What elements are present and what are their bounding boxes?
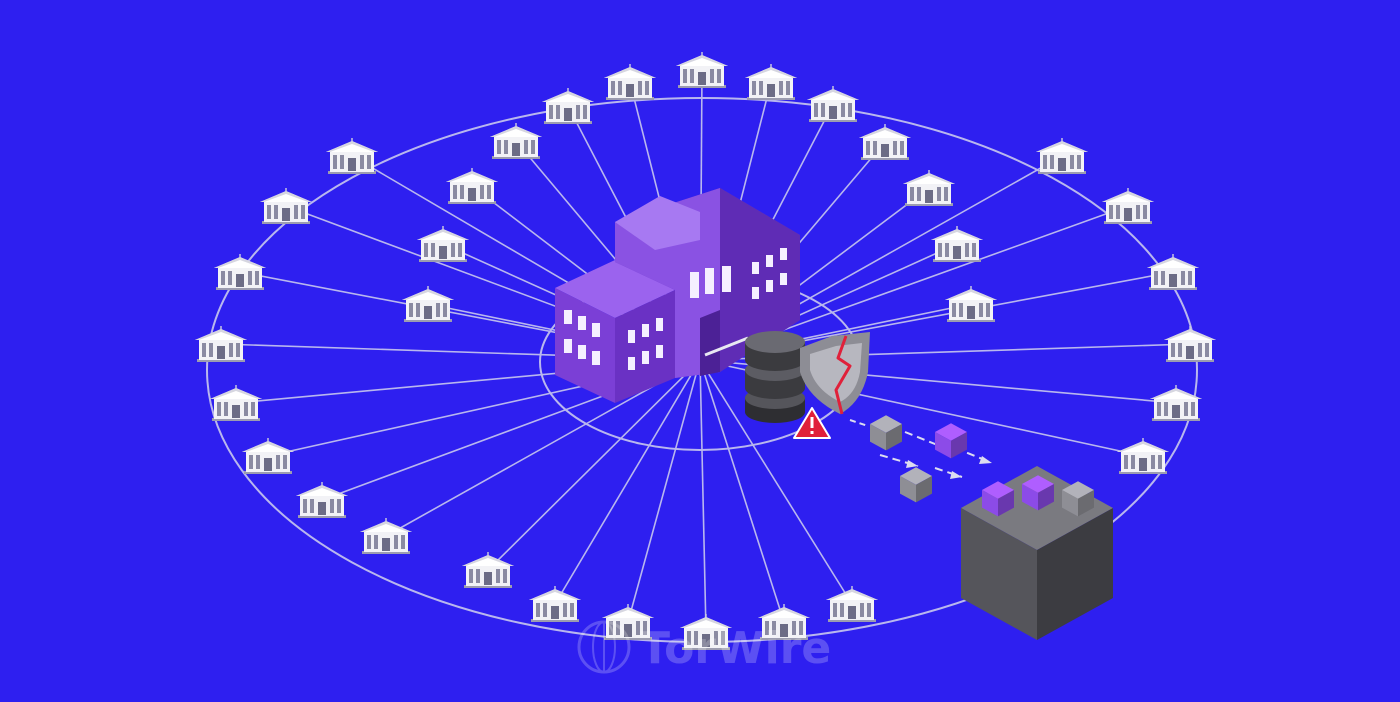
bank-building-icon [325,138,379,174]
torwire-watermark: TorWire [577,620,831,674]
data-packets [870,415,967,503]
data-packet-cube-icon [900,467,932,503]
bank-building-icon [241,438,295,474]
bank-building-icon [461,552,515,588]
bank-building-icon [213,254,267,290]
bank-building-icon [489,123,543,159]
warning-triangle-icon [793,407,831,439]
bank-building-icon [1116,438,1170,474]
bank-building-icon [445,168,499,204]
bank-building-icon [359,518,413,554]
bank-building-icon [194,326,248,362]
data-packet-cube-icon [870,415,902,451]
watermark-text: TorWire [640,623,831,674]
bank-building-icon [603,64,657,100]
cracked-shield-icon [800,332,870,415]
data-packet-cube-icon [982,481,1014,517]
bank-building-icon [1101,188,1155,224]
network-link [627,359,701,623]
network-link [554,359,701,605]
bank-building-icon [1035,138,1089,174]
bank-building-icon [209,385,263,421]
network-link [699,359,707,633]
bank-building-icon [902,170,956,206]
network-link [699,359,853,605]
network-link [699,359,785,623]
bank-building-icon [675,52,729,88]
data-packet-cube-icon [1022,475,1054,511]
bank-building-icon [944,286,998,322]
bank-building-icon [1146,254,1200,290]
network-link [487,359,701,571]
bank-building-icon [806,86,860,122]
bank-building-icon [295,482,349,518]
bank-building-icon [1149,385,1203,421]
torwire-logo-icon [577,620,631,674]
bank-building-icon [1163,326,1217,362]
bank-building-icon [825,586,879,622]
data-packet-cube-icon [935,423,967,459]
bank-building-icon [259,188,313,224]
school-to-database-link [704,336,749,357]
bank-building-icon [930,226,984,262]
bank-building-icon [416,226,470,262]
database-stack-icon [745,331,805,423]
bank-building-icon [858,124,912,160]
bank-building-icon [528,586,582,622]
purple-school-building-icon [555,188,800,403]
bank-building-icon [541,88,595,124]
bank-building-icon [744,64,798,100]
bank-building-icon [401,286,455,322]
stored-data-packets [982,475,1094,517]
data-packet-cube-icon [1062,481,1094,517]
